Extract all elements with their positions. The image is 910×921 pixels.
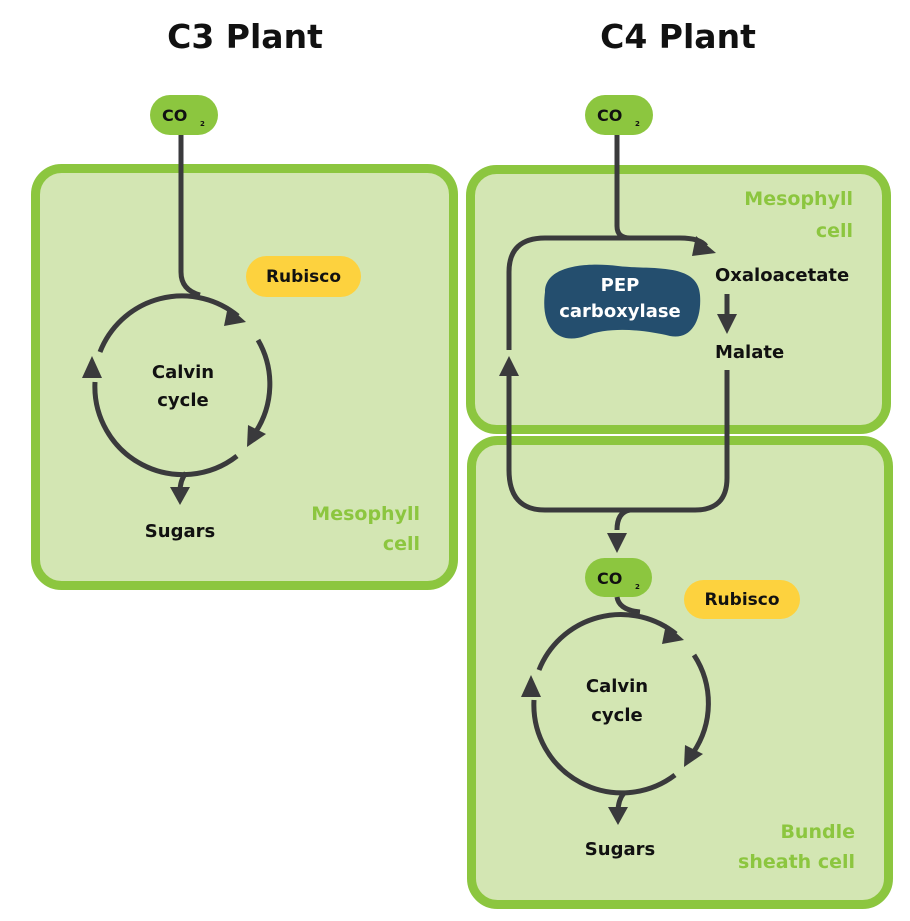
c3-sugars-label: Sugars	[145, 521, 215, 542]
arrow-head-icon	[170, 487, 190, 505]
pep-carboxylase-enzyme: PEP carboxylase	[544, 264, 701, 339]
c4-mesophyll-cell-label-2: cell	[816, 220, 853, 242]
c3-cell-label-2: cell	[383, 533, 420, 555]
c3-calvin-label-1: Calvin	[152, 362, 214, 383]
c4-sugars-label: Sugars	[585, 839, 655, 860]
arrow-head-icon	[82, 356, 102, 378]
svg-text:2: 2	[635, 120, 640, 128]
c3-calvin-cycle-arrows	[82, 293, 273, 478]
c4-calvin-label-2: cycle	[591, 705, 642, 726]
c3-rubisco-pill: Rubisco	[246, 256, 361, 297]
arrow-head-icon	[692, 236, 716, 256]
arrow-head-icon	[499, 356, 519, 376]
arrow-head-icon	[608, 807, 628, 825]
c4-mesophyll-cell-label-1: Mesophyll	[744, 188, 853, 210]
oxaloacetate-label: Oxaloacetate	[715, 265, 849, 286]
arrow-head-icon	[607, 533, 627, 553]
c3-co2-pill: CO 2	[150, 95, 218, 135]
c3-title: C3 Plant	[167, 17, 323, 56]
c3-sugars-arrow	[170, 471, 190, 505]
c4-sugars-arrow	[608, 791, 628, 825]
c3-co2-input-arrow	[178, 135, 201, 298]
c3-cell-label-1: Mesophyll	[311, 503, 420, 525]
c4-title: C4 Plant	[600, 17, 756, 56]
c4-rubisco-pill: Rubisco	[684, 580, 800, 619]
arrow-head-icon	[717, 314, 737, 334]
c4-pep-regeneration-loop	[499, 235, 716, 470]
arrow-head-icon	[247, 425, 266, 447]
c3-calvin-label-2: cycle	[157, 390, 208, 411]
arrow-head-icon	[521, 675, 541, 697]
svg-text:2: 2	[635, 583, 640, 591]
c4-calvin-cycle-arrows	[521, 612, 711, 796]
svg-text:Rubisco: Rubisco	[266, 267, 341, 287]
arrow-head-icon	[684, 745, 703, 767]
arrow-head-icon	[224, 306, 246, 326]
svg-text:2: 2	[200, 120, 205, 128]
c4-bundle-co2-to-cycle-arrow	[614, 596, 641, 615]
svg-text:PEP: PEP	[601, 275, 640, 296]
c4-bundle-sheath-cell	[467, 436, 893, 909]
svg-text:CO: CO	[162, 106, 187, 125]
c4-calvin-label-1: Calvin	[586, 676, 648, 697]
svg-text:Rubisco: Rubisco	[704, 590, 779, 610]
svg-text:CO: CO	[597, 106, 622, 125]
svg-text:CO: CO	[597, 569, 622, 588]
arrow-head-icon	[662, 624, 684, 644]
c4-bundle-co2-pill: CO 2	[585, 558, 652, 597]
c4-co2-input-pill: CO 2	[585, 95, 653, 135]
bundle-cell-label-1: Bundle	[780, 821, 855, 843]
c4-oxaloacetate-to-malate-arrow	[717, 294, 737, 334]
c4-malate-transport-loop	[506, 370, 730, 553]
malate-label: Malate	[715, 342, 784, 363]
bundle-cell-label-2: sheath cell	[738, 851, 855, 873]
svg-text:carboxylase: carboxylase	[559, 301, 681, 322]
